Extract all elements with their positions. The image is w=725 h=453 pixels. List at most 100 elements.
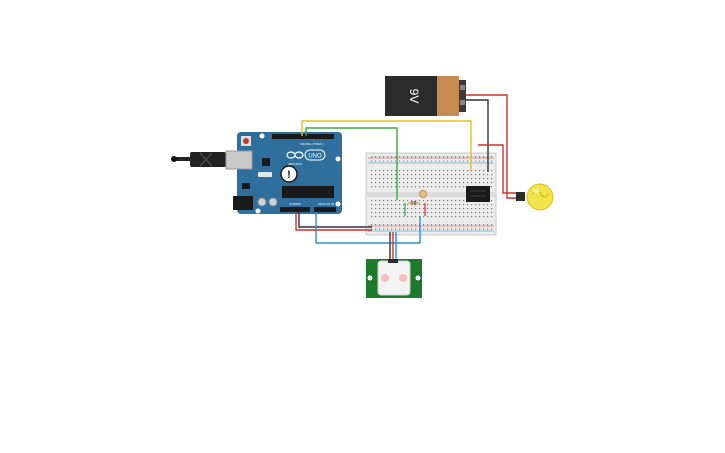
breadboard-hole — [479, 174, 481, 176]
breadboard-hole — [375, 228, 377, 230]
breadboard-hole — [423, 200, 425, 202]
breadboard-hole — [395, 228, 397, 230]
breadboard-hole — [459, 160, 461, 162]
breadboard-hole — [487, 224, 489, 226]
breadboard-hole — [447, 186, 449, 188]
breadboard-hole — [427, 224, 429, 226]
breadboard-hole — [379, 170, 381, 172]
breadboard-hole — [459, 174, 461, 176]
breadboard-hole — [439, 186, 441, 188]
breadboard-hole — [439, 182, 441, 184]
breadboard-hole — [451, 228, 453, 230]
breadboard-hole — [423, 156, 425, 158]
breadboard-hole — [375, 200, 377, 202]
breadboard-hole — [431, 212, 433, 214]
breadboard-hole — [443, 212, 445, 214]
wire-red-battery-bulb[interactable] — [466, 94, 517, 199]
wires — [295, 94, 517, 262]
battery-label: 9V — [407, 89, 421, 104]
breadboard-hole — [487, 182, 489, 184]
battery-9v[interactable]: 9V — [385, 76, 466, 116]
breadboard-hole — [459, 216, 461, 218]
breadboard-hole — [371, 204, 373, 206]
breadboard-hole — [475, 216, 477, 218]
breadboard-hole — [407, 174, 409, 176]
breadboard-hole — [443, 170, 445, 172]
breadboard-hole — [419, 174, 421, 176]
breadboard-hole — [463, 156, 465, 158]
breadboard-hole — [415, 156, 417, 158]
breadboard-hole — [451, 208, 453, 210]
brand-text: ARDUINO — [288, 162, 303, 166]
breadboard-hole — [431, 224, 433, 226]
breadboard-hole — [491, 200, 493, 202]
breadboard-hole — [375, 204, 377, 206]
breadboard-hole — [371, 156, 373, 158]
breadboard-hole — [443, 160, 445, 162]
breadboard-hole — [447, 200, 449, 202]
breadboard-hole — [403, 200, 405, 202]
arduino-uno[interactable]: DIGITAL (PWM~) UNO ARDUINO ! POWER ANALO… — [171, 132, 342, 214]
breadboard-hole — [451, 182, 453, 184]
breadboard-hole — [387, 224, 389, 226]
breadboard-hole — [459, 156, 461, 158]
breadboard-hole — [467, 178, 469, 180]
warning-icon — [280, 165, 298, 183]
breadboard-hole — [407, 182, 409, 184]
reset-button[interactable] — [243, 138, 249, 144]
breadboard-hole — [479, 160, 481, 162]
breadboard-hole — [423, 228, 425, 230]
wire-red-5v[interactable] — [295, 212, 372, 231]
relay[interactable] — [466, 186, 490, 202]
breadboard-hole — [395, 170, 397, 172]
breadboard-hole — [371, 170, 373, 172]
breadboard-hole — [419, 212, 421, 214]
photoresistor[interactable] — [419, 190, 427, 198]
light-bulb[interactable] — [516, 183, 554, 211]
breadboard-hole — [431, 208, 433, 210]
breadboard-hole — [467, 212, 469, 214]
breadboard-hole — [447, 216, 449, 218]
breadboard-hole — [459, 178, 461, 180]
wire-green[interactable] — [305, 127, 398, 200]
breadboard-hole — [415, 182, 417, 184]
breadboard-hole — [399, 170, 401, 172]
breadboard-hole — [491, 186, 493, 188]
breadboard-hole — [423, 170, 425, 172]
breadboard-hole — [407, 156, 409, 158]
wire-blue-signal[interactable] — [315, 212, 421, 244]
breadboard-hole — [487, 228, 489, 230]
breadboard-hole — [371, 212, 373, 214]
breadboard-hole — [383, 228, 385, 230]
breadboard-hole — [479, 182, 481, 184]
breadboard-hole — [463, 182, 465, 184]
wire-black-battery[interactable] — [466, 99, 489, 172]
pir-sensor[interactable] — [366, 259, 422, 298]
wire-black-gnd[interactable] — [298, 212, 372, 228]
breadboard-hole — [395, 160, 397, 162]
breadboard-hole — [491, 204, 493, 206]
breadboard-hole — [415, 200, 417, 202]
breadboard-hole — [487, 216, 489, 218]
wire-red-relay-bulb[interactable] — [478, 144, 517, 194]
breadboard-hole — [403, 170, 405, 172]
warning-symbol: ! — [287, 169, 291, 181]
breadboard-hole — [375, 178, 377, 180]
breadboard-hole — [483, 216, 485, 218]
breadboard-hole — [451, 178, 453, 180]
atmega-chip — [282, 186, 334, 198]
breadboard-hole — [463, 170, 465, 172]
resistor[interactable] — [408, 201, 420, 205]
breadboard-hole — [391, 208, 393, 210]
breadboard-hole — [403, 204, 405, 206]
breadboard-hole — [435, 174, 437, 176]
breadboard-hole — [379, 160, 381, 162]
breadboard-hole — [475, 170, 477, 172]
breadboard-hole — [379, 156, 381, 158]
breadboard-hole — [483, 174, 485, 176]
wire-yellow[interactable] — [301, 120, 472, 172]
breadboard-hole — [479, 224, 481, 226]
breadboard-hole — [439, 200, 441, 202]
arduino-logo — [286, 151, 304, 159]
breadboard-hole — [467, 216, 469, 218]
